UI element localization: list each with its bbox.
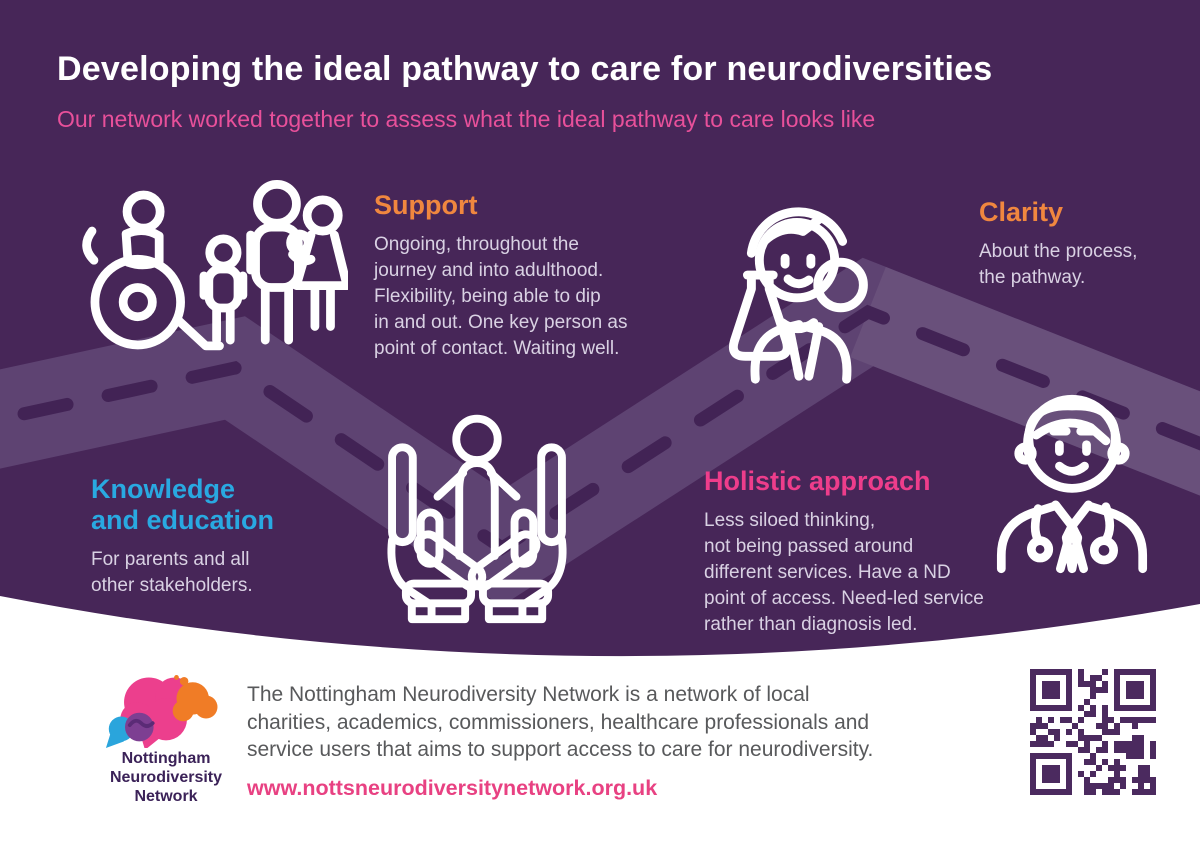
purple-bubble (125, 712, 155, 742)
support-heading: Support (374, 190, 478, 220)
holistic-body: Less siloed thinking, not being passed a… (704, 510, 984, 635)
clarity-body: About the process, the pathway. (979, 241, 1138, 288)
clarity-heading: Clarity (979, 197, 1064, 227)
scientist-icon (728, 207, 868, 384)
nottingham-neurodiversity-network-logo: Nottingham Neurodiversity Network (80, 666, 252, 806)
holistic-heading: Holistic approach (704, 466, 931, 496)
section-holistic: Holistic approach Less siloed thinking, … (704, 466, 984, 638)
section-knowledge: Knowledge and education For parents and … (91, 474, 274, 599)
section-support: Support Ongoing, throughout the journey … (374, 190, 628, 362)
network-description: The Nottingham Neurodiversity Network is… (247, 683, 874, 761)
background-shape (0, 0, 1200, 657)
section-clarity: Clarity About the process, the pathway. (979, 197, 1137, 291)
brain-speech-bubbles-logo (105, 675, 218, 748)
family-inclusion-icon (82, 179, 348, 351)
knowledge-heading: Knowledge and education (91, 474, 275, 535)
doctor-icon (996, 394, 1148, 574)
page-subtitle: Our network worked together to assess wh… (57, 106, 876, 132)
page-title: Developing the ideal pathway to care for… (57, 50, 993, 88)
caring-hands-icon (387, 414, 567, 624)
support-body: Ongoing, throughout the journey and into… (374, 234, 628, 359)
logo-text: Nottingham Neurodiversity Network (109, 750, 223, 805)
knowledge-body: For parents and all other stakeholders. (91, 549, 253, 596)
qr-code (1030, 669, 1156, 795)
orange-bubble (172, 675, 218, 722)
website-url[interactable]: www.nottsneurodiversitynetwork.org.uk (247, 776, 658, 800)
